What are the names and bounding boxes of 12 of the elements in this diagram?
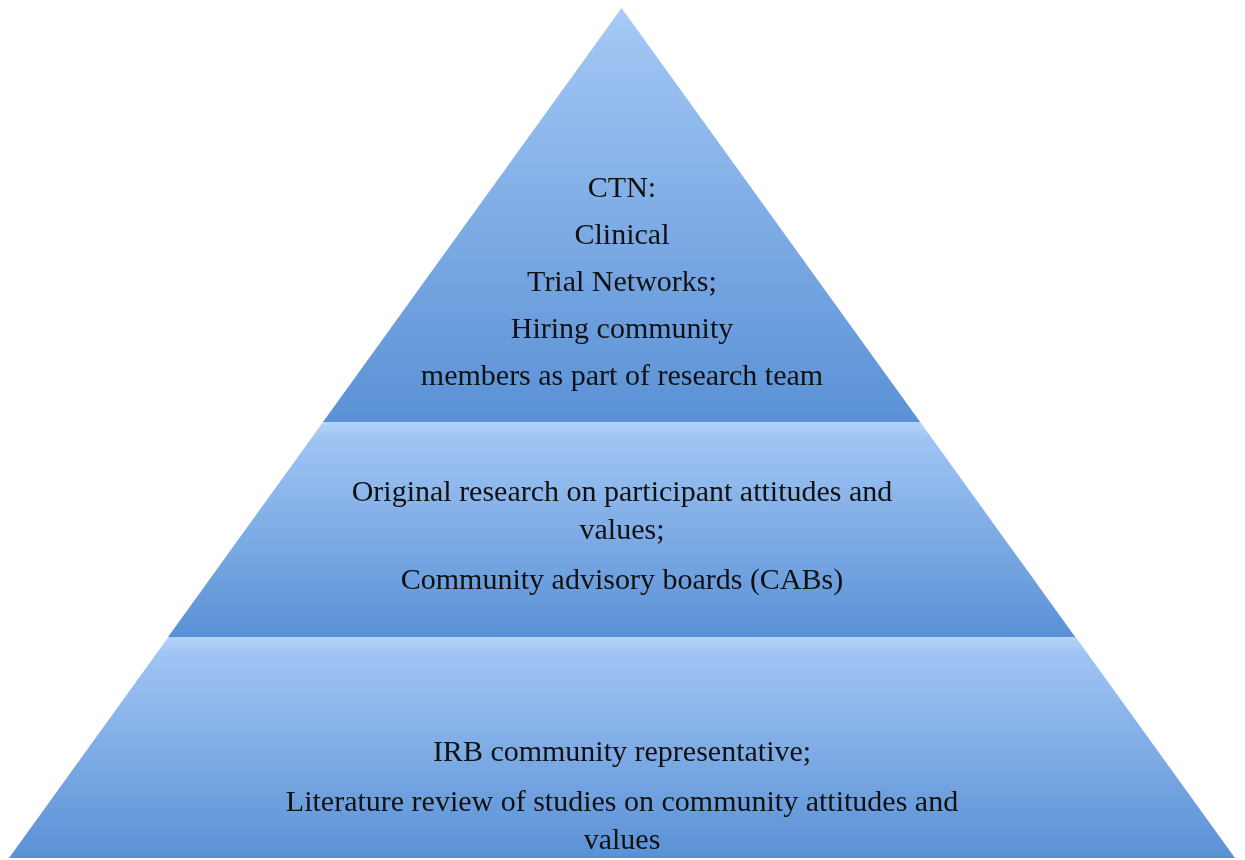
- tier-text: IRB community representative;: [432, 733, 812, 769]
- tier-text: Hiring community: [510, 310, 734, 346]
- tier-text: Original research on participant attitudes and values;: [350, 473, 894, 547]
- tier-text: Literature review of studies on community attitudes and values: [284, 783, 960, 857]
- tier-text: members as part of research team: [420, 357, 824, 393]
- pyramid-tier: [323, 8, 921, 422]
- pyramid-tier: [9, 637, 1235, 858]
- tier-text: CTN:: [587, 169, 657, 205]
- tier-text: Clinical: [574, 216, 670, 252]
- tier-text: Community advisory boards (CABs): [400, 561, 844, 597]
- pyramid-tier: [168, 422, 1076, 637]
- tier-text: Trial Networks;: [527, 263, 717, 299]
